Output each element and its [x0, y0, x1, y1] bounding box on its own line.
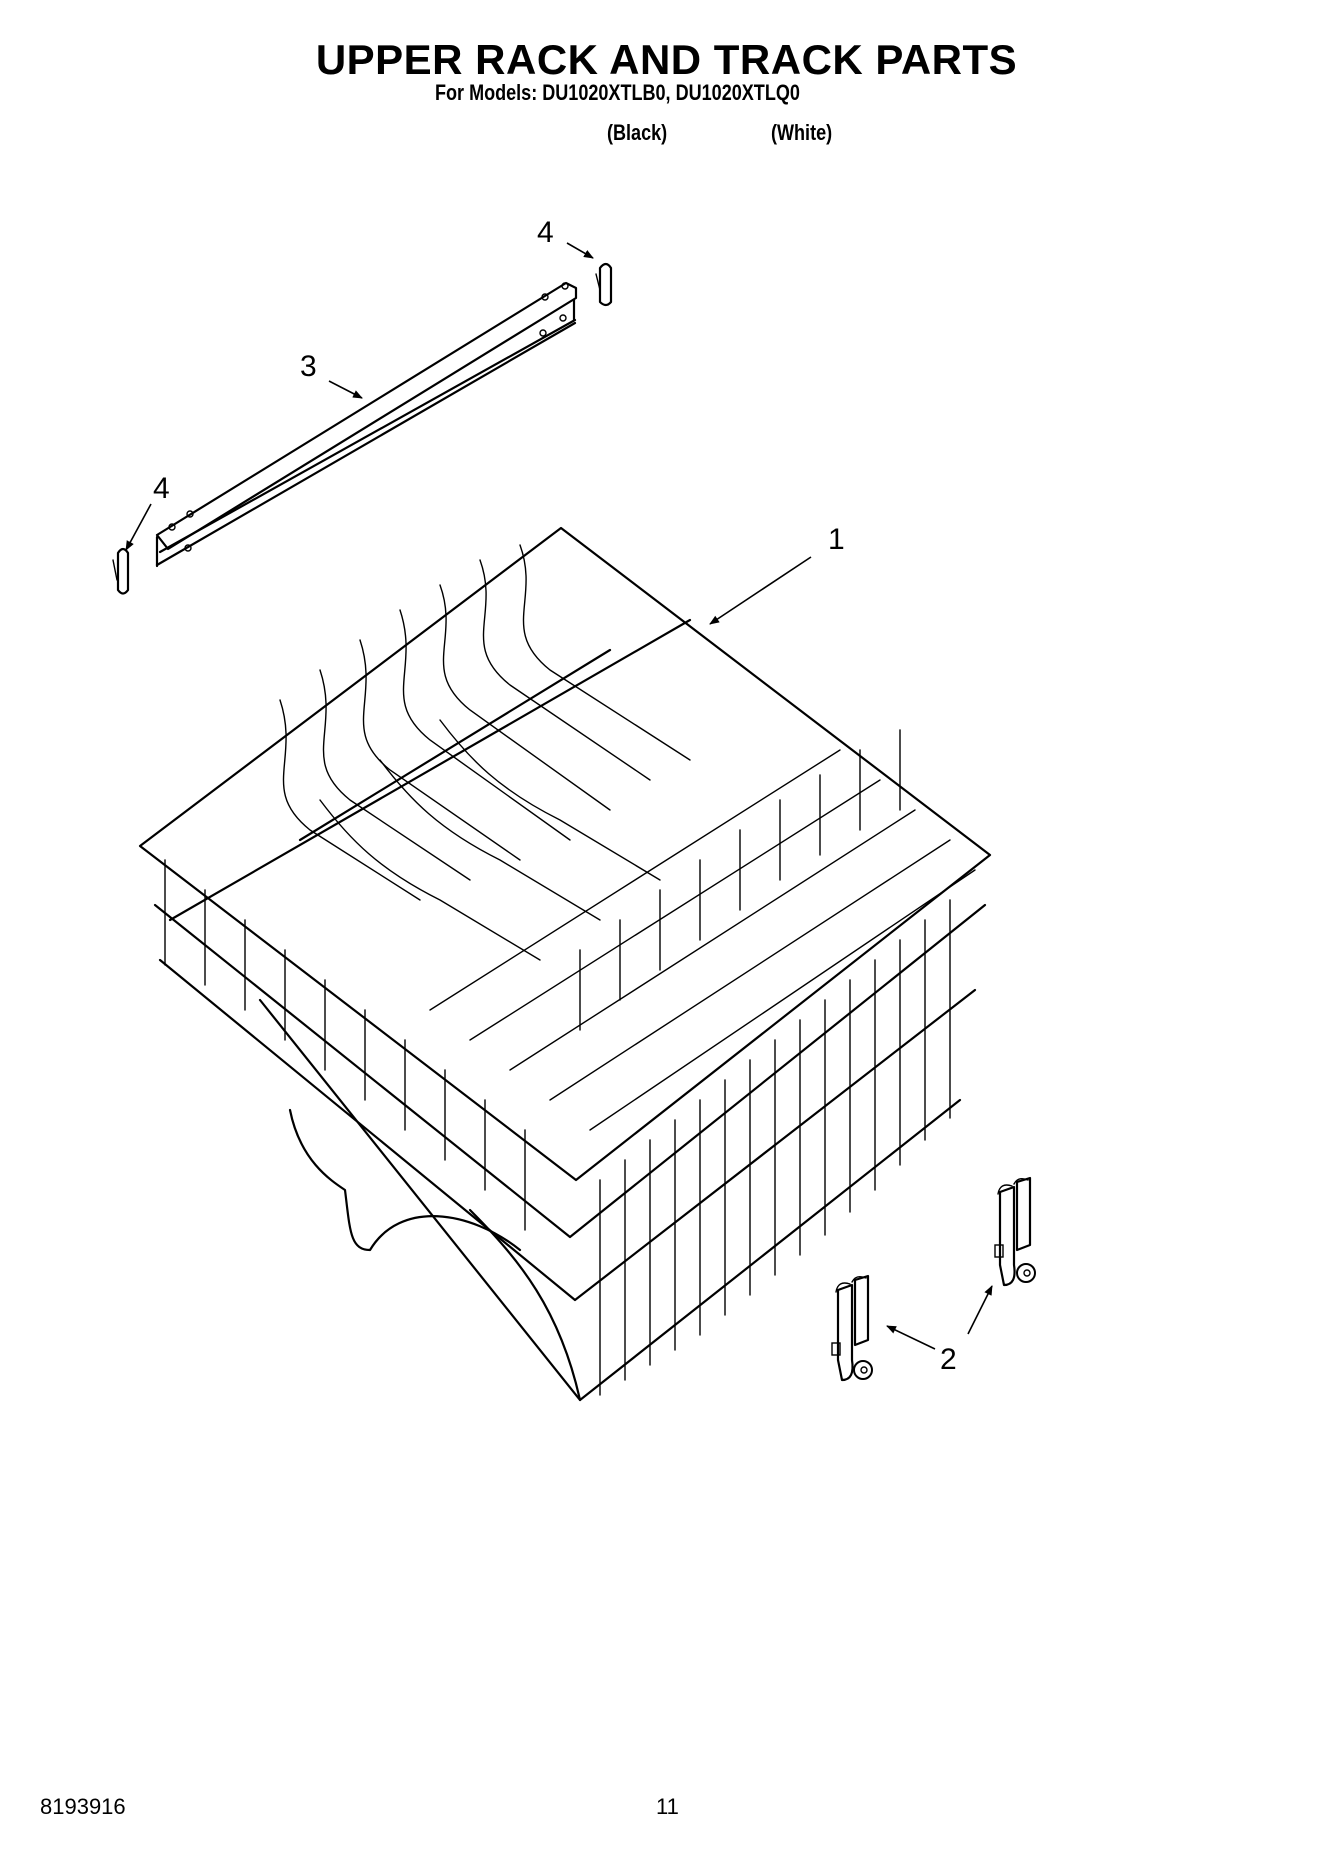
roller-assembly-right: [994, 1176, 1036, 1287]
roller-assembly-left: [831, 1274, 873, 1382]
variant-white-label: (White): [771, 120, 833, 145]
end-cap-right: [595, 262, 613, 307]
track-part: [155, 281, 578, 568]
callout-2: 2: [940, 1343, 957, 1376]
upper-rack-part: [138, 526, 992, 1402]
page-number: 11: [656, 1794, 679, 1819]
leader-arrows: [125, 242, 993, 1350]
callout-4-right: 4: [537, 216, 554, 249]
models-label: For Models: DU1020XTLB0, DU1020XTLQ0: [435, 80, 800, 105]
callout-3: 3: [300, 350, 317, 383]
end-cap-left: [112, 547, 130, 595]
variant-black-label: (Black): [607, 120, 668, 145]
callout-4-left: 4: [153, 472, 170, 505]
document-number: 8193916: [40, 1794, 126, 1819]
callout-1: 1: [828, 523, 845, 556]
page-title: UPPER RACK AND TRACK PARTS: [315, 36, 1018, 83]
